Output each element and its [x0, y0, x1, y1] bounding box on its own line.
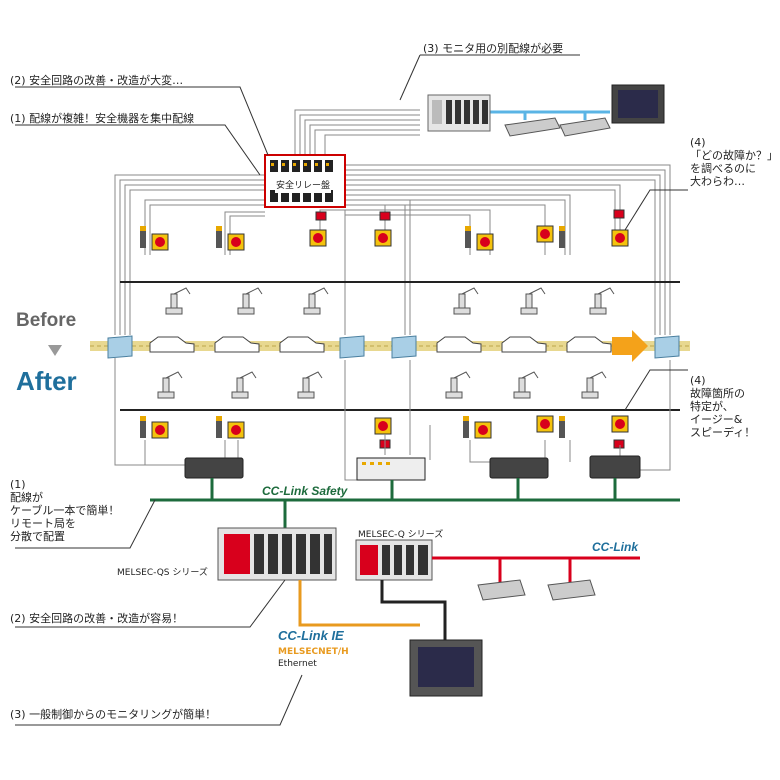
after-heading: After [16, 366, 77, 396]
after-note-4: (4) 故障箇所の 特定が、 イージー& スピーディ！ [690, 374, 755, 439]
after-wiring [114, 358, 671, 481]
after-callout-lines [15, 369, 688, 726]
cclink-ie-network [298, 580, 420, 627]
before-devices [140, 209, 629, 251]
cclink-safety-logo: CC-Link Safety [262, 484, 348, 498]
after-note-1-line: 分散で配置 [10, 530, 65, 543]
after-note-1-line: リモート局を [10, 517, 76, 530]
before-wiring [114, 109, 671, 335]
after-io-leds [362, 462, 390, 465]
cclink-network [432, 556, 640, 585]
ethernet-line [380, 580, 447, 640]
monitor-plc [427, 94, 491, 132]
before-note-4-line: (4) [690, 136, 706, 149]
before-note-4: (4) 「どの故障か？」 を調べるのに 大わらわ… [690, 136, 778, 188]
melsec-q-label: MELSEC-Q シリーズ [358, 530, 444, 540]
before-note-3: (3) モニタ用の別配線が必要 [423, 42, 564, 55]
before-note-4-line: を調べるのに [690, 162, 756, 175]
before-note-4-line: 大わらわ… [690, 175, 745, 188]
cclink-ie-logo: CC-Link IE [278, 628, 344, 643]
before-callout-lines [15, 54, 688, 231]
melsec-q-plc [355, 539, 433, 581]
after-note-1-line: ケーブル一本で簡単！ [10, 504, 120, 517]
bottom-monitor [409, 639, 483, 697]
before-note-4-line: 「どの故障か？」 [690, 149, 778, 162]
after-remote-io [184, 455, 641, 481]
after-note-3: (3) 一般制御からのモニタリングが簡単！ [10, 708, 217, 721]
conveyor [90, 330, 690, 362]
before-after-arrow-icon [48, 345, 62, 356]
cclink-logo: CC-Link [592, 540, 638, 554]
after-note-1-line: 配線が [10, 491, 43, 504]
melsecnet-label: MELSECNET/H [278, 647, 349, 657]
after-note-4-line: 故障箇所の [690, 387, 745, 400]
after-note-1: (1) 配線が ケーブル一本で簡単！ リモート局を 分散で配置 [10, 478, 119, 543]
cclink-remote-io [477, 579, 596, 601]
after-robots [157, 371, 607, 399]
remote-io-top [504, 117, 611, 137]
before-heading: Before [16, 310, 77, 331]
after-note-1-line: (1) [10, 478, 26, 491]
after-note-4-line: (4) [690, 374, 706, 387]
after-note-4-line: イージー& [690, 413, 743, 426]
before-note-1: (1) 配線が複雑！安全機器を集中配線 [10, 112, 195, 125]
before-note-2: (2) 安全回路の改善・改造が大変… [10, 74, 184, 87]
after-note-2: (2) 安全回路の改善・改造が容易！ [10, 612, 184, 625]
safety-relay-panel-label: 安全リレー盤 [275, 180, 332, 193]
top-monitor [611, 84, 665, 124]
monitor-network [490, 110, 610, 120]
after-note-4-line: スピーディ！ [690, 426, 756, 439]
before-robots [165, 287, 615, 315]
after-devices [140, 415, 629, 449]
melsec-qs-label: MELSEC-QS シリーズ [117, 568, 208, 578]
cclink-safety-network [150, 478, 680, 530]
after-note-4-line: 特定が、 [690, 400, 734, 413]
melsec-qs-plc [217, 527, 337, 581]
ethernet-label: Ethernet [278, 659, 317, 669]
